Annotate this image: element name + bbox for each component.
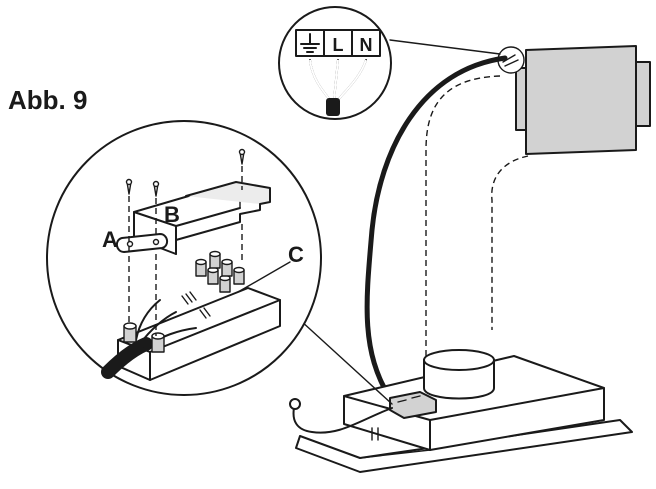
terminal-label-n: N xyxy=(360,35,373,55)
leader-line-top xyxy=(389,39,501,55)
ground-symbol-icon xyxy=(300,33,320,53)
duct-collar-top xyxy=(423,349,495,371)
duct-dashed-right xyxy=(491,155,529,330)
terminal-detail: L N xyxy=(278,6,501,120)
hood-base-rim xyxy=(295,419,633,473)
hood-terminal-block xyxy=(389,391,437,419)
terminal-cover-top xyxy=(185,181,271,205)
callout-b: B xyxy=(164,202,180,227)
ground-wire xyxy=(292,407,393,434)
hood-box xyxy=(343,355,605,451)
terminal-label-l: L xyxy=(333,35,344,55)
connection-detail: B A C xyxy=(46,120,322,396)
terminal-posts xyxy=(195,250,245,293)
callout-c-leader xyxy=(237,261,291,293)
leader-line-bottom xyxy=(299,319,393,405)
ground-eyelet xyxy=(289,398,301,410)
motor-body xyxy=(525,45,637,155)
duct-dashed-left xyxy=(425,75,501,360)
terminal-cable-sheath xyxy=(326,98,340,116)
hood-body xyxy=(289,349,633,473)
callout-c: C xyxy=(288,242,304,267)
terminal-markings xyxy=(181,291,197,305)
cable-sheath-detail xyxy=(101,337,153,379)
figure-title: Abb. 9 xyxy=(8,85,87,115)
callout-a: A xyxy=(102,227,118,252)
motor-wire-ends xyxy=(502,54,519,67)
motor-housing xyxy=(425,45,651,360)
main-cable xyxy=(364,55,508,401)
screws xyxy=(125,148,246,197)
